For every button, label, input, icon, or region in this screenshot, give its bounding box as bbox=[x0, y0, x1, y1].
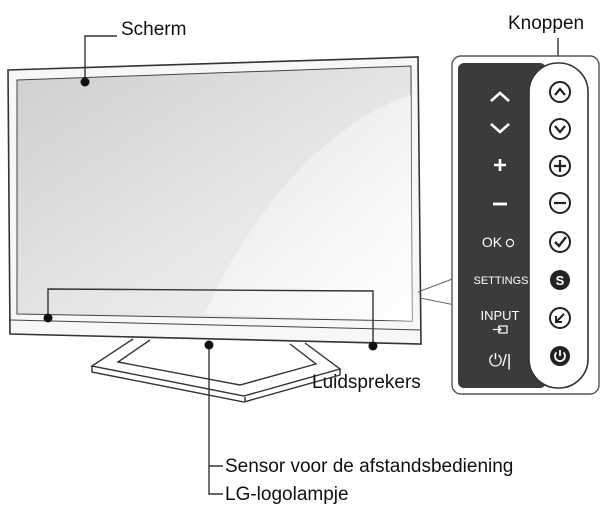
circle-power-button[interactable] bbox=[550, 346, 570, 366]
remote-sensor-label: Sensor voor de afstandsbediening bbox=[225, 456, 514, 477]
screen-label: Scherm bbox=[121, 19, 187, 40]
ok-label: OK bbox=[482, 234, 503, 250]
power-label: ⏻/| bbox=[489, 351, 512, 370]
circle-plus-button[interactable] bbox=[549, 155, 571, 177]
circle-input-button[interactable] bbox=[549, 307, 571, 329]
button-panel: OK SETTINGS INPUT ⏻/| bbox=[451, 55, 600, 395]
plus-icon bbox=[494, 159, 506, 171]
svg-text:S: S bbox=[556, 273, 565, 288]
ok-ring-icon bbox=[505, 238, 515, 248]
down-arrow-icon bbox=[490, 123, 510, 134]
circle-down-button[interactable] bbox=[549, 118, 571, 140]
speaker-dot-left bbox=[43, 313, 53, 323]
screen-dot bbox=[80, 77, 90, 87]
screen-callout-line bbox=[84, 35, 117, 80]
buttons-label: Knoppen bbox=[508, 13, 585, 34]
input-label: INPUT bbox=[481, 308, 520, 323]
button-strip bbox=[528, 62, 589, 389]
circle-up-button[interactable] bbox=[549, 81, 571, 103]
tv-stand bbox=[90, 338, 342, 403]
speaker-dot-right bbox=[368, 341, 378, 351]
button-panel-dark bbox=[458, 63, 546, 388]
circle-minus-button[interactable] bbox=[549, 192, 571, 214]
up-arrow-icon bbox=[490, 91, 510, 102]
logo-lamp-label: LG-logolampje bbox=[225, 484, 349, 505]
speaker-bracket bbox=[47, 288, 374, 344]
sensor-dot bbox=[204, 340, 214, 350]
sensor-callout-line bbox=[208, 349, 223, 495]
speakers-label: Luidsprekers bbox=[312, 372, 421, 393]
settings-label: SETTINGS bbox=[473, 275, 528, 287]
circle-settings-button[interactable]: S bbox=[550, 270, 570, 290]
tv-frame bbox=[7, 56, 422, 345]
circle-ok-button[interactable] bbox=[549, 231, 571, 253]
input-source-icon bbox=[493, 325, 508, 334]
